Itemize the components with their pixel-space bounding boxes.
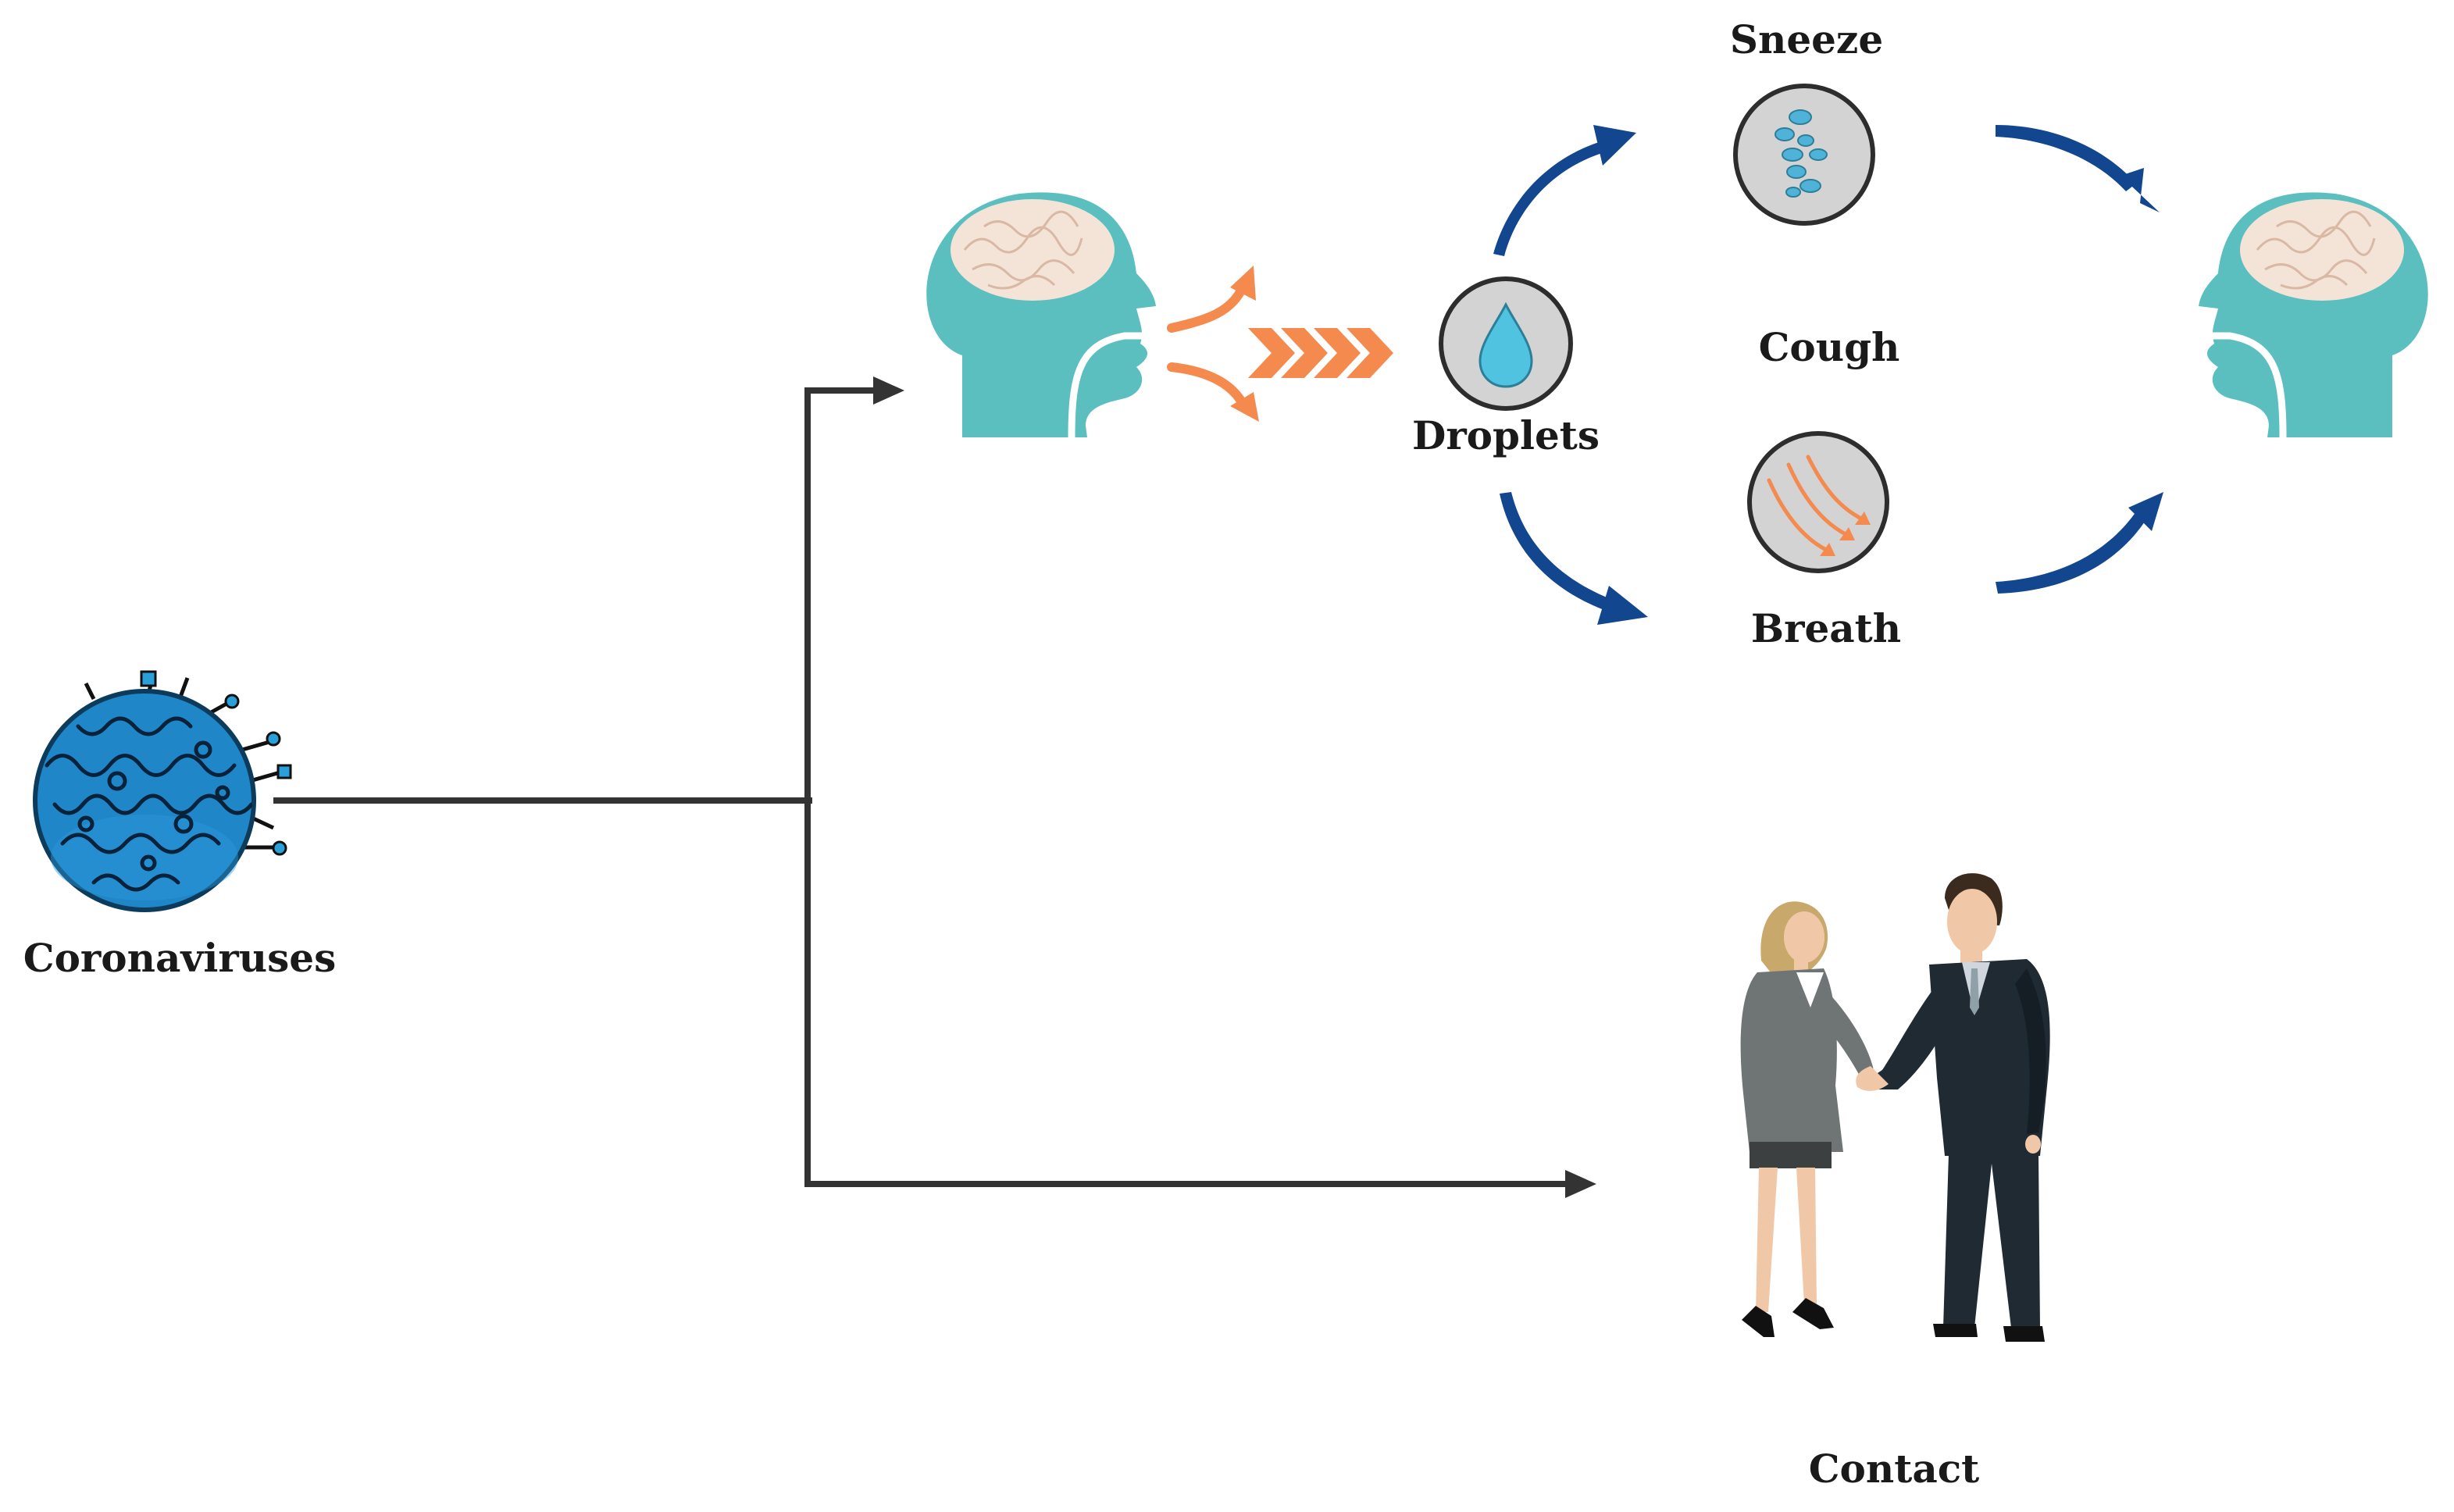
man-figure — [1856, 873, 2050, 1342]
connector-lines — [273, 387, 1570, 1187]
droplets-label: Droplets — [1411, 412, 1600, 458]
breath-airflow-icon — [1747, 431, 1889, 573]
handshake-people-icon — [1740, 873, 2050, 1342]
arrowhead-to-contact — [1565, 1170, 1596, 1198]
cough-label: Cough — [1758, 324, 1900, 370]
coronaviruses-label: Coronaviruses — [23, 935, 337, 981]
sneeze-droplets-icon — [1733, 84, 1875, 226]
contact-label: Contact — [1808, 1446, 1980, 1492]
exhale-arrows — [1167, 266, 1393, 422]
sneeze-label: Sneeze — [1729, 16, 1884, 62]
source-head-icon — [926, 192, 1156, 438]
blue-flow-arrows — [1493, 125, 2163, 625]
water-drop-icon — [1439, 276, 1573, 411]
arrowhead-to-head — [873, 376, 904, 405]
breath-label: Breath — [1750, 605, 1902, 651]
target-head-icon — [2199, 192, 2428, 438]
coronavirus-icon — [33, 670, 292, 912]
woman-figure — [1740, 901, 1874, 1337]
